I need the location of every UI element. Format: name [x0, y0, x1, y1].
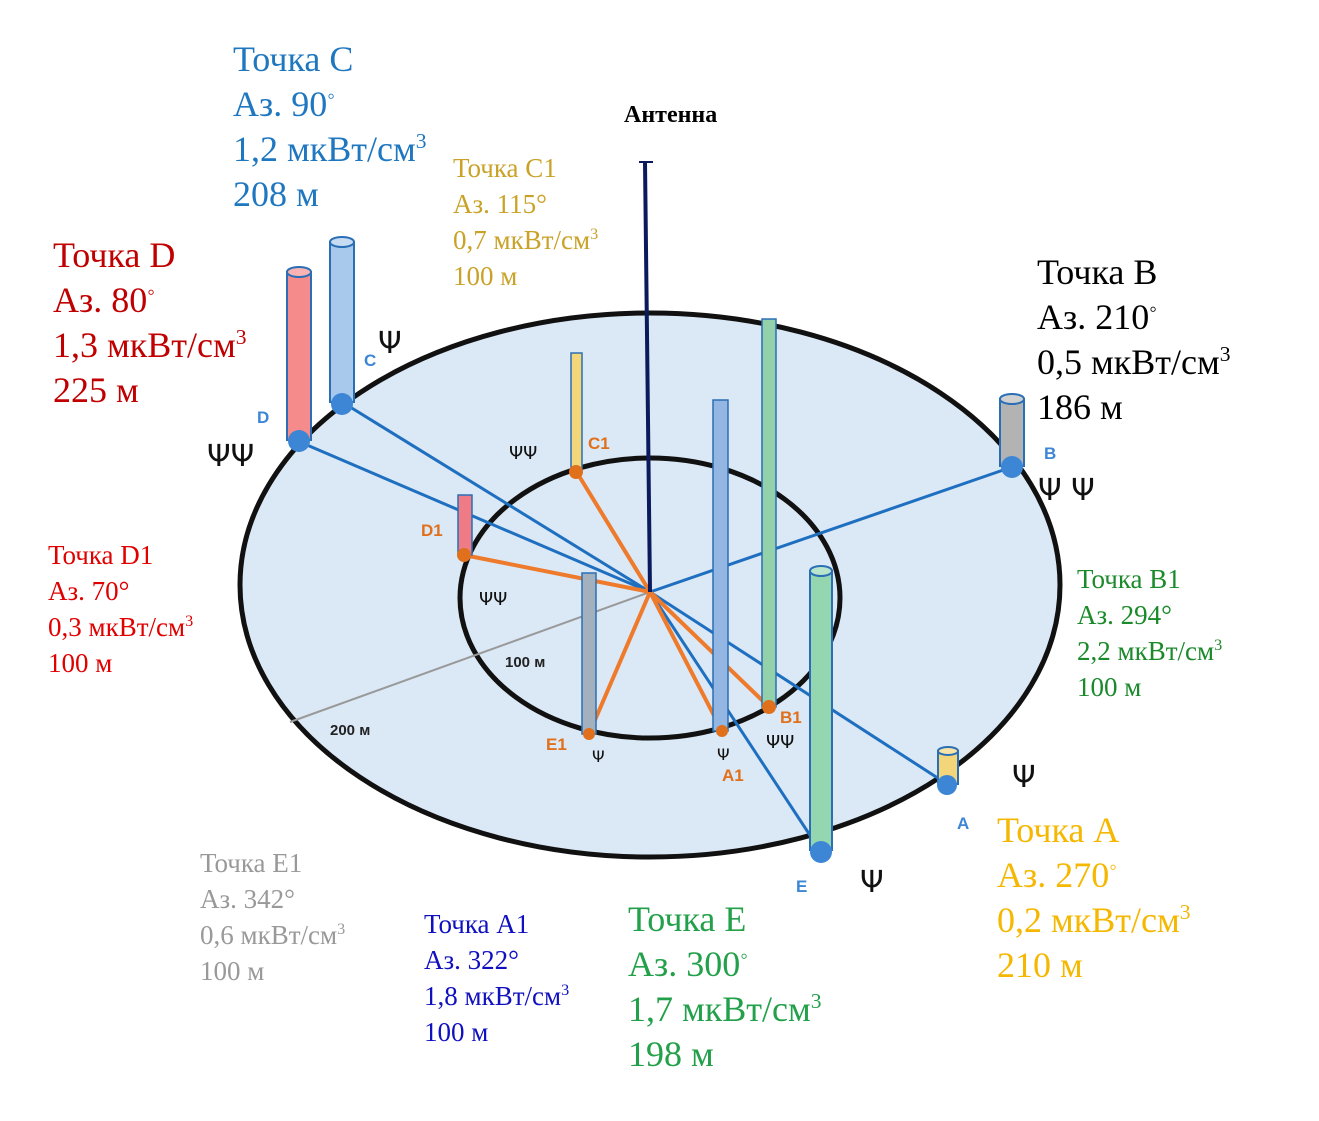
point-azimuth: Аз. 342°: [200, 884, 295, 914]
point-label-E: Точка E Аз. 300◦ 1,7 мкВт/см3 198 м: [628, 897, 822, 1077]
marker-label-A: A: [957, 814, 969, 833]
ring-label-100m: 100 м: [505, 654, 545, 671]
point-azimuth: Аз. 80◦: [53, 280, 155, 320]
point-power: 1,8 мкВт/см3: [424, 981, 570, 1011]
point-azimuth: Аз. 210◦: [1037, 297, 1157, 337]
cylinder-C: [329, 236, 355, 403]
point-title: Точка E: [628, 899, 747, 939]
point-label-A1: Точка A1 Аз. 322° 1,8 мкВт/см3 100 м: [424, 906, 569, 1050]
point-title: Точка A1: [424, 909, 530, 939]
marker-label-E1: E1: [546, 735, 567, 754]
point-azimuth: Аз. 70°: [48, 576, 130, 606]
inner-point-markers: [457, 465, 776, 740]
cylinder-A: [937, 746, 959, 785]
point-title: Точка B: [1037, 252, 1158, 292]
antenna-icon: Ψ: [717, 745, 730, 764]
outer-point-lines: [299, 400, 1013, 853]
point-label-D1: Точка D1 Аз. 70° 0,3 мкВт/см3 100 м: [48, 537, 193, 681]
outer-point-markers: [288, 393, 1023, 863]
point-azimuth: Аз. 294°: [1077, 600, 1172, 630]
cylinder-C1: [570, 352, 583, 472]
point-power: 0,7 мкВт/см3: [453, 225, 599, 255]
point-power: 1,3 мкВт/см3: [53, 325, 247, 365]
antenna-icon: Ψ Ψ: [1038, 473, 1095, 508]
point-distance: 198 м: [628, 1034, 714, 1074]
marker-label-C1: C1: [588, 434, 610, 453]
point-title: Точка C1: [453, 153, 557, 183]
antenna-title: Антенна: [624, 102, 718, 128]
point-power: 0,6 мкВт/см3: [200, 920, 346, 950]
antenna-icon: Ψ: [860, 865, 884, 900]
point-distance: 210 м: [997, 945, 1083, 985]
cylinder-E: [809, 565, 833, 851]
cylinder-E1: [581, 572, 597, 735]
antenna-icon: ΨΨ: [766, 732, 794, 753]
point-label-C: Точка C Аз. 90◦ 1,2 мкВт/см3 208 м: [233, 37, 427, 217]
marker-label-D: D: [257, 408, 269, 427]
point-distance: 100 м: [453, 261, 518, 291]
antenna-mast: [643, 161, 652, 593]
marker-label-C: C: [364, 351, 376, 370]
marker-label-A1: A1: [722, 766, 744, 785]
antenna-icon: Ψ: [378, 326, 402, 361]
point-azimuth: Аз. 90◦: [233, 84, 335, 124]
antenna-glyphs: Ψ ΨΨ ΨΨ ΨΨ Ψ Ψ Ψ Ψ ΨΨ Ψ Ψ: [207, 326, 1095, 900]
point-distance: 100 м: [1077, 672, 1142, 702]
point-title: Точка C: [233, 39, 354, 79]
point-azimuth: Аз. 322°: [424, 945, 519, 975]
marker-label-B: B: [1044, 444, 1056, 463]
point-azimuth: Аз. 300◦: [628, 944, 748, 984]
point-label-C1: Точка C1 Аз. 115° 0,7 мкВт/см3 100 м: [453, 150, 598, 294]
antenna-icon: ΨΨ: [479, 589, 507, 610]
point-power: 0,2 мкВт/см3: [997, 900, 1191, 940]
point-distance: 208 м: [233, 174, 319, 214]
point-distance: 100 м: [424, 1017, 489, 1047]
point-azimuth: Аз. 270◦: [997, 855, 1117, 895]
point-azimuth: Аз. 115°: [453, 189, 547, 219]
point-power: 1,2 мкВт/см3: [233, 129, 427, 169]
point-title: Точка E1: [200, 848, 303, 878]
marker-label-B1: B1: [780, 708, 802, 727]
point-title: Точка A: [997, 810, 1120, 850]
marker-label-D1: D1: [421, 521, 443, 540]
point-label-B1: Точка B1 Аз. 294° 2,2 мкВт/см3 100 м: [1077, 561, 1222, 705]
point-label-D: Точка D Аз. 80◦ 1,3 мкВт/см3 225 м: [53, 233, 247, 413]
point-distance: 225 м: [53, 370, 139, 410]
cylinder-A1: [712, 399, 729, 732]
point-label-B: Точка B Аз. 210◦ 0,5 мкВт/см3 186 м: [1037, 250, 1231, 430]
cylinder-B1: [761, 318, 777, 708]
ring-label-200m: 200 м: [330, 722, 370, 739]
point-power: 2,2 мкВт/см3: [1077, 636, 1223, 666]
point-power: 0,5 мкВт/см3: [1037, 342, 1231, 382]
point-title: Точка B1: [1077, 564, 1181, 594]
antenna-icon: Ψ: [1012, 760, 1036, 795]
point-power: 0,3 мкВт/см3: [48, 612, 194, 642]
antenna-icon: ΨΨ: [207, 439, 254, 474]
point-power: 1,7 мкВт/см3: [628, 989, 822, 1029]
point-distance: 100 м: [48, 648, 113, 678]
point-label-A: Точка A Аз. 270◦ 0,2 мкВт/см3 210 м: [997, 808, 1191, 988]
cylinder-D1: [457, 494, 473, 556]
antenna-icon: Ψ: [592, 747, 605, 766]
cylinder-D: [286, 266, 312, 441]
inner-point-lines: [463, 469, 771, 735]
point-distance: 100 м: [200, 956, 265, 986]
marker-label-E: E: [796, 877, 807, 896]
point-title: Точка D1: [48, 540, 154, 570]
cylinder-B: [999, 393, 1025, 467]
point-label-E1: Точка E1 Аз. 342° 0,6 мкВт/см3 100 м: [200, 845, 345, 989]
point-title: Точка D: [53, 235, 176, 275]
antenna-icon: ΨΨ: [509, 443, 537, 464]
point-distance: 186 м: [1037, 387, 1123, 427]
